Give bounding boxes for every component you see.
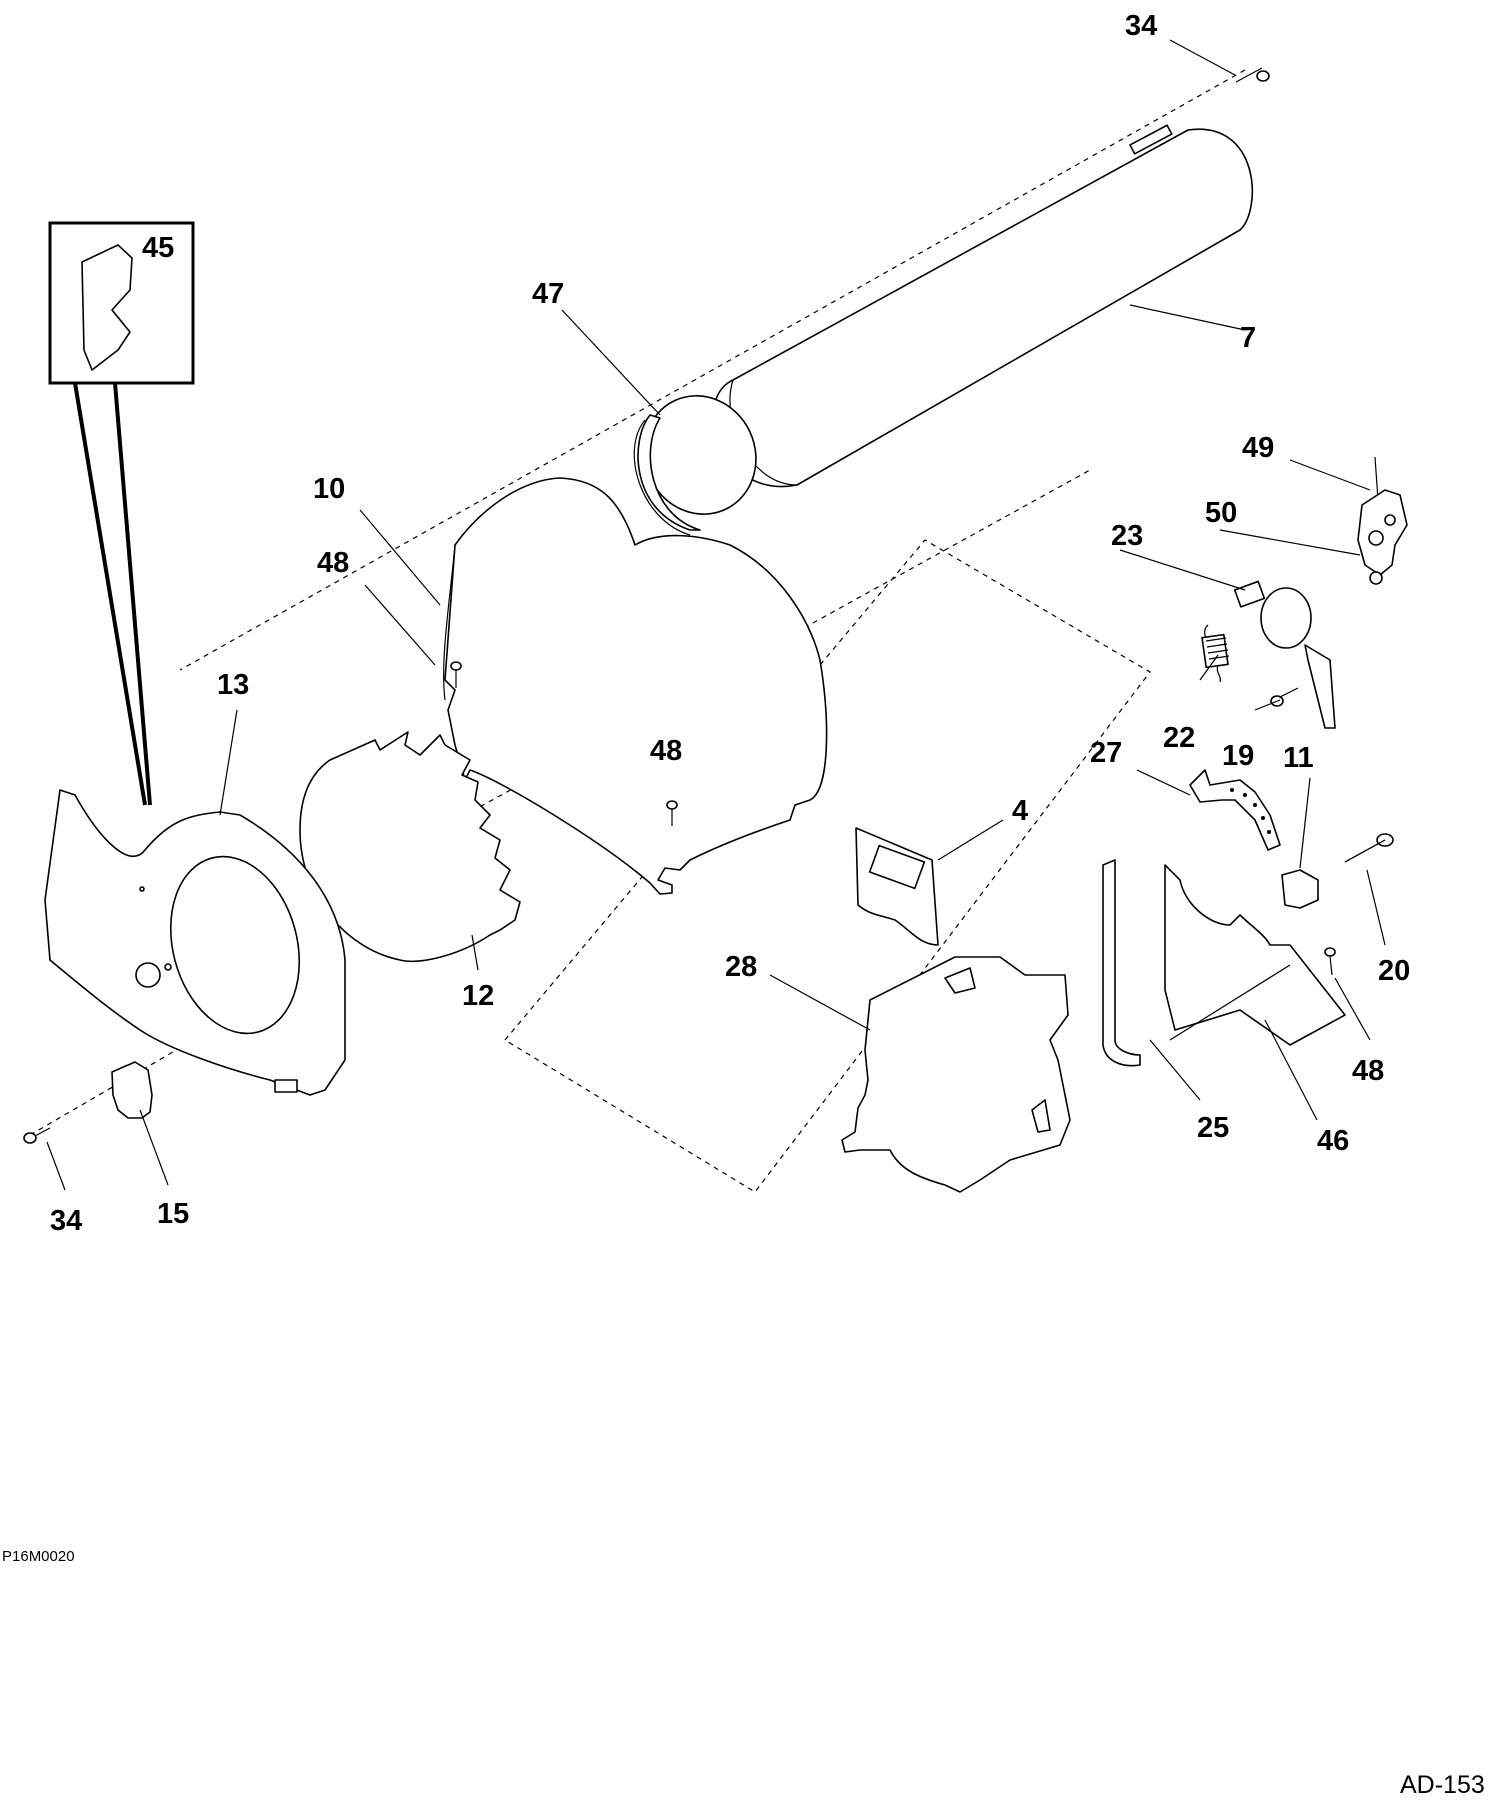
callout-25: 25 [1197, 1112, 1229, 1144]
inset-part-45 [48, 221, 195, 806]
motor-part-28 [841, 956, 1071, 1193]
screw-part-34-bottom [23, 1127, 51, 1144]
callout-34-top: 34 [1125, 10, 1157, 42]
plate-part-4 [855, 827, 939, 946]
blower-housing-part-12 [299, 731, 521, 963]
mount-bracket-part-46 [1164, 864, 1346, 1046]
screw-part-48-middle [666, 800, 678, 826]
rod-part-25 [1102, 859, 1141, 1067]
screw-part-48-right [1324, 947, 1336, 976]
bolt-part-19 [1270, 687, 1299, 707]
callout-46: 46 [1317, 1125, 1349, 1157]
callout-4: 4 [1012, 795, 1028, 827]
callout-47: 47 [532, 278, 564, 310]
front-panel-part-13 [44, 789, 346, 1096]
callout-48-middle: 48 [650, 735, 682, 767]
thermostat-part-49-50 [1357, 456, 1408, 585]
screw-part-34-top [1235, 67, 1270, 83]
leader-lines [46, 39, 1386, 1191]
callout-27: 27 [1090, 737, 1122, 769]
callout-20: 20 [1378, 955, 1410, 987]
screw-part-48-upper [450, 661, 462, 688]
callout-19: 19 [1222, 740, 1254, 772]
callout-50: 50 [1205, 497, 1237, 529]
callout-23: 23 [1111, 520, 1143, 552]
callout-11: 11 [1283, 742, 1314, 774]
bracket-part-27 [1189, 769, 1281, 851]
roller-part-11 [1281, 869, 1319, 909]
shroud-part-10 [443, 477, 828, 895]
sheet-number: AD-153 [1400, 1771, 1485, 1799]
callout-13: 13 [217, 669, 249, 701]
callout-34-bottom: 34 [50, 1205, 82, 1237]
bolt-part-20 [1344, 833, 1394, 863]
spring-part-22 [1201, 624, 1230, 683]
callout-28: 28 [725, 951, 757, 983]
callout-45: 45 [142, 232, 174, 264]
seal-ring-part-47 [633, 395, 757, 536]
drawing-code: P16M0020 [2, 1548, 75, 1565]
drum-part-7 [712, 124, 1254, 488]
callout-numbers: 34 45 47 7 49 10 50 23 48 13 48 22 19 11… [50, 10, 1410, 1237]
callout-15: 15 [157, 1198, 189, 1230]
switch-part-15 [111, 1061, 153, 1119]
callout-48-right: 48 [1352, 1055, 1384, 1087]
callout-48-upper: 48 [317, 547, 349, 579]
callout-10: 10 [313, 473, 345, 505]
callout-22: 22 [1163, 722, 1195, 754]
pulley-part-23 [1233, 580, 1336, 729]
callout-7: 7 [1240, 322, 1256, 354]
callout-12: 12 [462, 980, 494, 1012]
callout-49: 49 [1242, 432, 1274, 464]
